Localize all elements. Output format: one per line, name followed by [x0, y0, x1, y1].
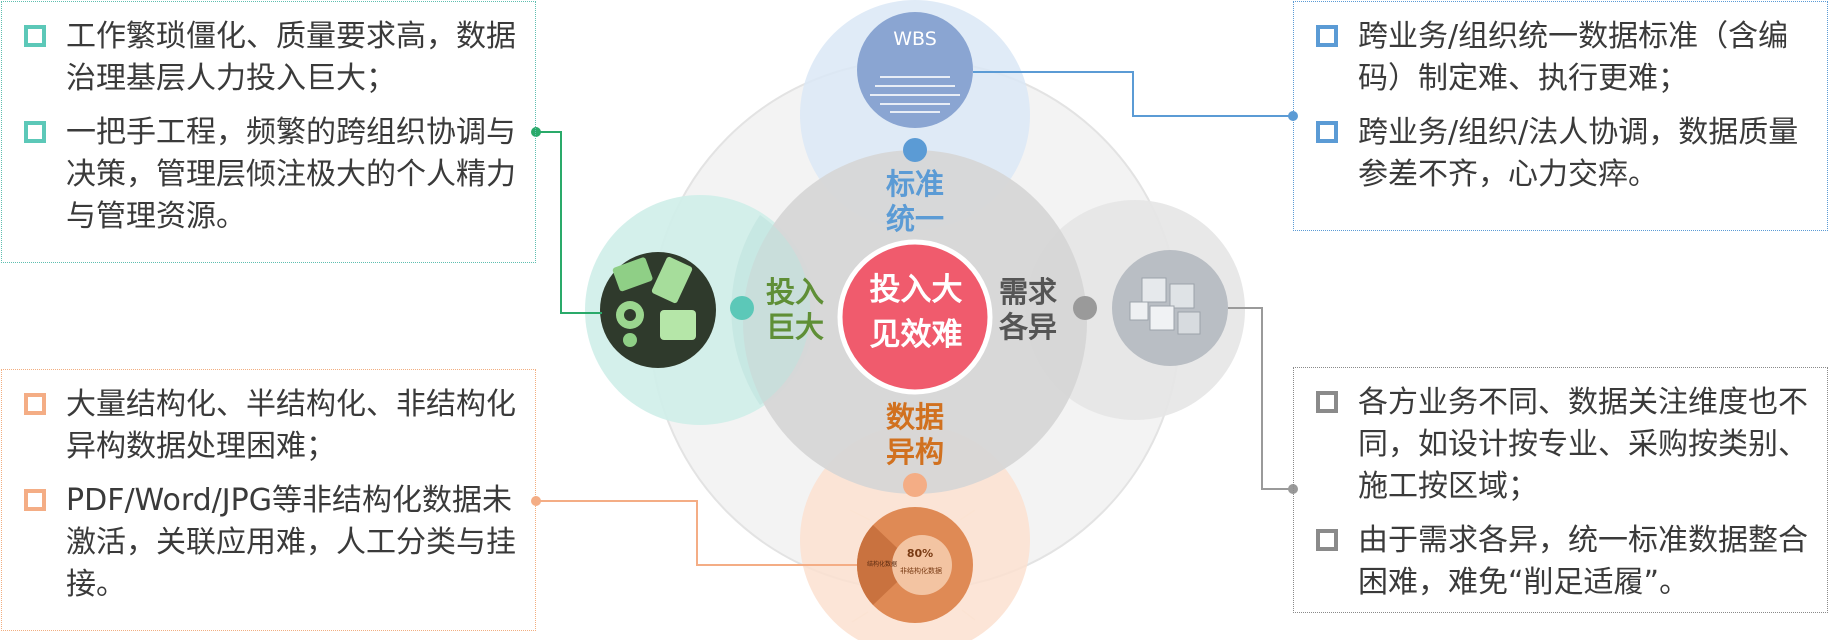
data-pie-image — [849, 507, 976, 623]
connector-top-left — [536, 131, 602, 314]
node-label-demand-line2: 各异 — [998, 310, 1057, 344]
node-label-heterogeneous-line2: 异构 — [885, 435, 944, 469]
node-label-investment-line2: 巨大 — [765, 310, 824, 344]
list-item-text: PDF/Word/JPG等非结构化数据未激活，关联应用难，人工分类与挂接。 — [66, 483, 516, 602]
node-label-investment-line1: 投入 — [765, 275, 824, 309]
wbs-image — [857, 12, 973, 128]
square-bullet-icon — [1316, 529, 1338, 551]
connector-bottom-right — [1228, 307, 1293, 490]
pie-main-label: 非结构化数据 — [900, 566, 942, 575]
list-item: PDF/Word/JPG等非结构化数据未激活，关联应用难，人工分类与挂接。 — [20, 480, 519, 606]
list-item: 大量结构化、半结构化、非结构化异构数据处理困难； — [20, 384, 519, 468]
node-label-demand: 需求 各异 — [993, 275, 1063, 345]
office-desk-image — [600, 252, 716, 368]
list-item: 由于需求各异，统一标准数据整合困难，难免“削足适履”。 — [1312, 520, 1811, 604]
list-item: 工作繁琐僵化、质量要求高，数据治理基层人力投入巨大； — [20, 16, 519, 100]
list-item-text: 由于需求各异，统一标准数据整合困难，难免“削足适履”。 — [1358, 523, 1808, 600]
wbs-title: WBS — [893, 28, 937, 50]
square-bullet-icon — [24, 121, 46, 143]
center-circle — [837, 239, 993, 395]
center-label: 投入大 见效难 — [840, 268, 992, 358]
list-item-text: 跨业务/组织统一数据标准（含编码）制定难、执行更难； — [1358, 19, 1789, 96]
list-item-text: 一把手工程，频繁的跨组织协调与决策，管理层倾注极大的个人精力与管理资源。 — [66, 115, 516, 234]
box-heterogeneous: 大量结构化、半结构化、非结构化异构数据处理困难； PDF/Word/JPG等非结… — [1, 369, 536, 631]
list-item-text: 跨业务/组织/法人协调，数据质量参差不齐，心力交瘁。 — [1358, 115, 1799, 192]
box-standard: 跨业务/组织统一数据标准（含编码）制定难、执行更难； 跨业务/组织/法人协调，数… — [1293, 1, 1828, 231]
list-item-text: 工作繁琐僵化、质量要求高，数据治理基层人力投入巨大； — [66, 19, 516, 96]
square-bullet-icon — [1316, 121, 1338, 143]
square-bullet-icon — [1316, 391, 1338, 413]
list-item: 跨业务/组织统一数据标准（含编码）制定难、执行更难； — [1312, 16, 1811, 100]
center-label-line2: 见效难 — [869, 317, 963, 353]
cubes-image — [1112, 250, 1228, 366]
connector-bottom-left — [536, 500, 857, 566]
node-label-demand-line1: 需求 — [998, 275, 1057, 309]
center-label-line1: 投入大 — [869, 272, 963, 308]
node-label-standard: 标准 统一 — [880, 167, 950, 237]
bottom-dot — [903, 473, 927, 497]
node-label-heterogeneous: 数据 异构 — [880, 400, 950, 470]
pie-side-label: 结构化数据 — [867, 560, 897, 568]
node-label-heterogeneous-line1: 数据 — [885, 400, 944, 434]
node-label-investment: 投入 巨大 — [760, 275, 830, 345]
list-item: 各方业务不同、数据关注维度也不同，如设计按专业、采购按类别、施工按区域； — [1312, 382, 1811, 508]
square-bullet-icon — [1316, 25, 1338, 47]
square-bullet-icon — [24, 25, 46, 47]
connector-top-right — [973, 71, 1293, 117]
list-item: 一把手工程，频繁的跨组织协调与决策，管理层倾注极大的个人精力与管理资源。 — [20, 112, 519, 238]
pie-percent: 80% — [907, 547, 933, 560]
list-item: 跨业务/组织/法人协调，数据质量参差不齐，心力交瘁。 — [1312, 112, 1811, 196]
list-item-text: 大量结构化、半结构化、非结构化异构数据处理困难； — [66, 387, 516, 464]
connector-bottom-left-end — [531, 496, 541, 506]
left-dot — [730, 296, 754, 320]
node-label-standard-line2: 统一 — [885, 202, 944, 236]
list-item-text: 各方业务不同、数据关注维度也不同，如设计按专业、采购按类别、施工按区域； — [1358, 385, 1808, 504]
box-demand: 各方业务不同、数据关注维度也不同，如设计按专业、采购按类别、施工按区域； 由于需… — [1293, 367, 1828, 613]
square-bullet-icon — [24, 489, 46, 511]
square-bullet-icon — [24, 393, 46, 415]
left-overlap — [731, 215, 811, 405]
node-label-standard-line1: 标准 — [885, 167, 944, 201]
top-dot — [903, 138, 927, 162]
right-dot — [1073, 296, 1097, 320]
connector-top-left-end — [531, 127, 541, 137]
box-investment: 工作繁琐僵化、质量要求高，数据治理基层人力投入巨大； 一把手工程，频繁的跨组织协… — [1, 1, 536, 263]
